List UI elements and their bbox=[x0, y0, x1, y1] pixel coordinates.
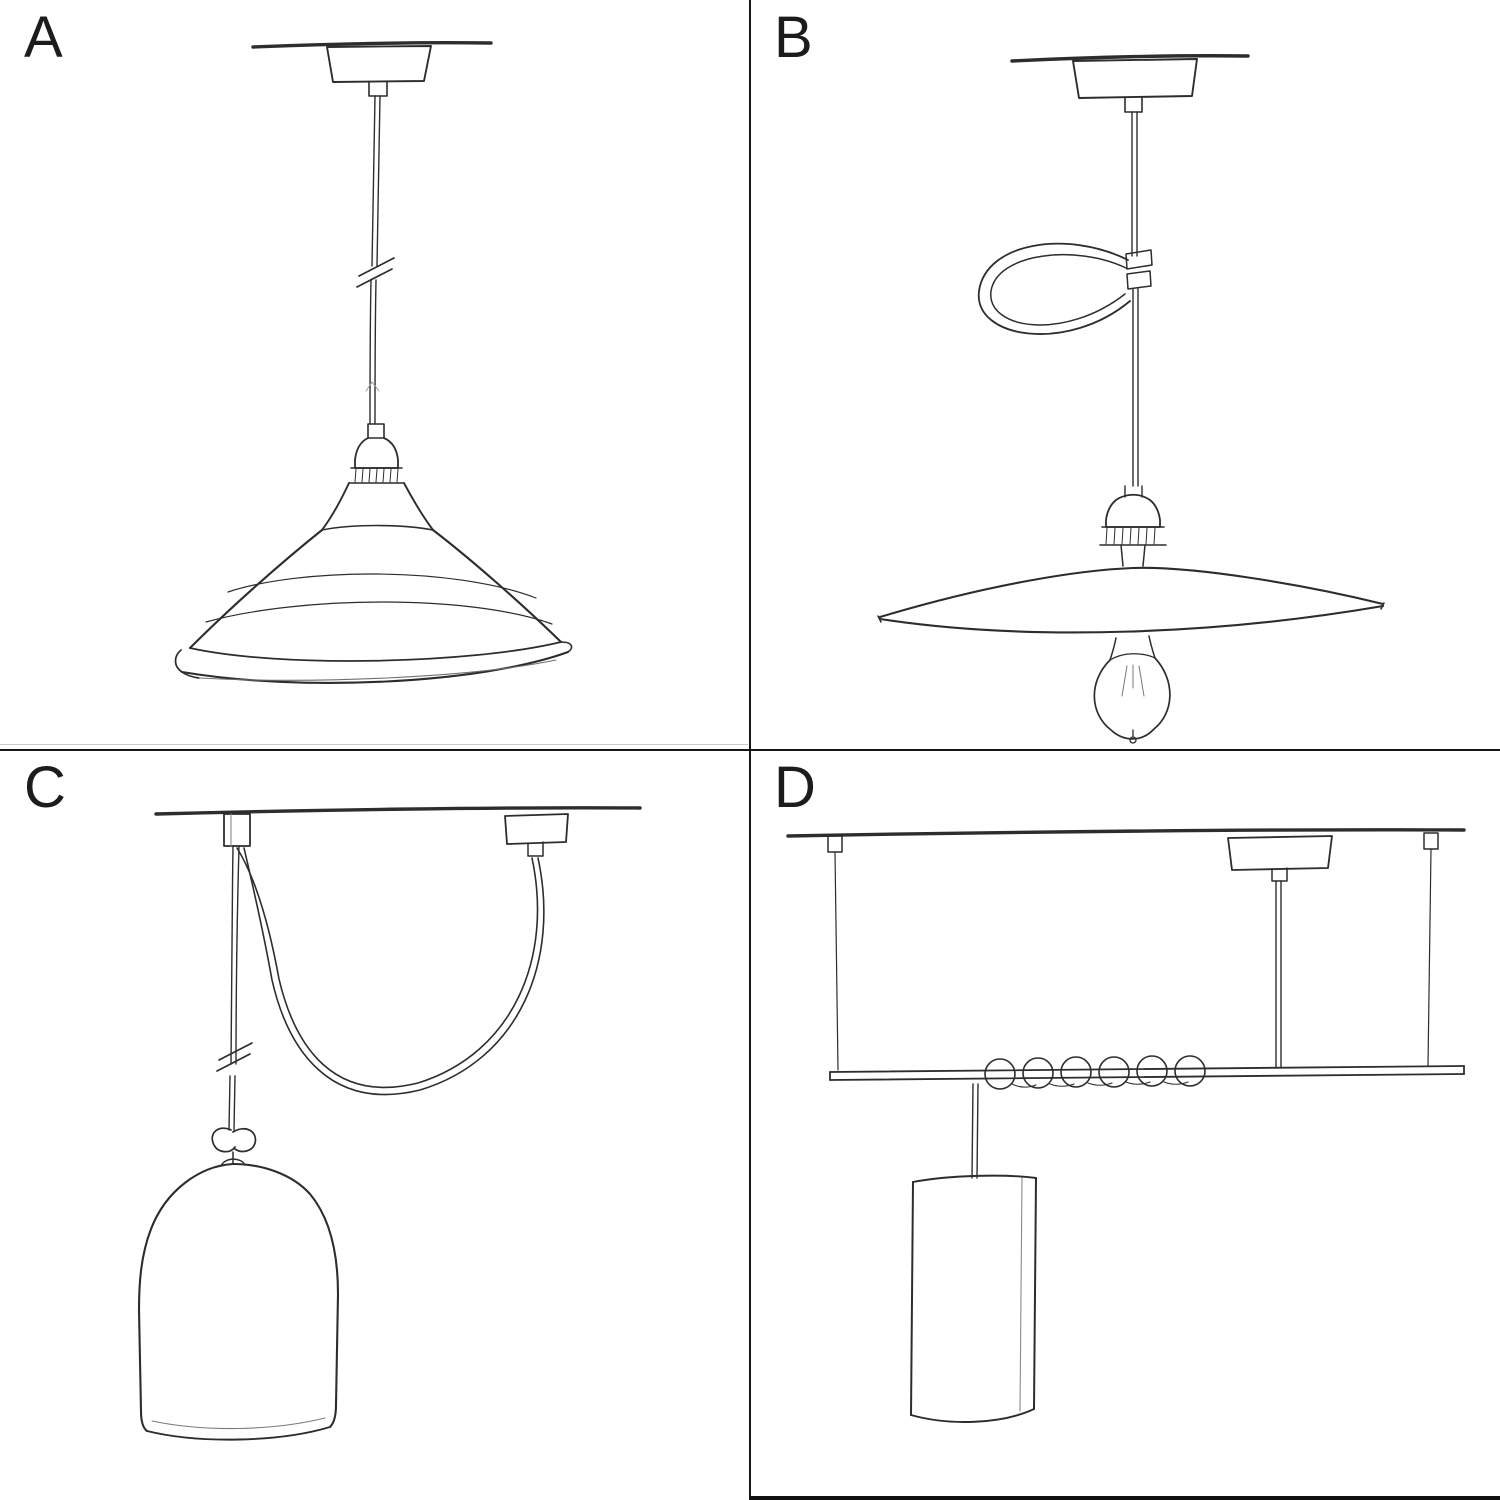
panel-d: D bbox=[750, 750, 1500, 1500]
lamp-holder bbox=[367, 423, 385, 439]
wrapped-cable-coils bbox=[984, 1055, 1206, 1090]
length-arrow-mark bbox=[365, 381, 380, 392]
panel-a-label: A bbox=[24, 5, 64, 70]
swag-cable bbox=[243, 847, 545, 1096]
cable-break-mark bbox=[218, 1042, 253, 1061]
cable-gland bbox=[527, 841, 544, 857]
panel-b: B bbox=[750, 0, 1500, 750]
bell-dome-shade bbox=[137, 1162, 235, 1433]
panel-c-label: C bbox=[24, 755, 67, 820]
cable-break-mark bbox=[358, 257, 395, 277]
light-bulb bbox=[1109, 637, 1117, 661]
ceiling-rose bbox=[326, 45, 432, 83]
suspension-anchor-right bbox=[1423, 832, 1439, 850]
ceiling-line bbox=[786, 828, 1466, 838]
ceiling-line bbox=[1010, 54, 1250, 63]
cable-gland bbox=[1124, 96, 1143, 113]
bottom-border-right bbox=[750, 1496, 1500, 1500]
cable-gland bbox=[1271, 867, 1288, 882]
bulb-filament bbox=[1121, 664, 1145, 697]
ceiling-line bbox=[251, 41, 493, 49]
cable-clamp bbox=[1125, 249, 1153, 270]
panel-a: A bbox=[0, 0, 750, 750]
lamp-holder bbox=[1105, 493, 1161, 528]
panel-b-label: B bbox=[774, 5, 814, 70]
ceiling-rose bbox=[1072, 58, 1198, 99]
suspension-bar bbox=[829, 1065, 1465, 1073]
panel-d-label: D bbox=[774, 755, 817, 820]
industrial-shade bbox=[321, 524, 434, 531]
horizontal-divider-faint bbox=[0, 744, 748, 745]
cable-knot bbox=[211, 1127, 236, 1153]
plate-shade bbox=[878, 566, 1385, 619]
ceiling-hook bbox=[223, 813, 251, 847]
cylinder-shade bbox=[910, 1174, 1037, 1423]
cable-gland bbox=[368, 81, 388, 97]
bulb-tip bbox=[1129, 736, 1137, 744]
ceiling-rose bbox=[1227, 835, 1333, 871]
ceiling-line bbox=[154, 806, 642, 816]
suspension-wire-right bbox=[1427, 848, 1432, 1067]
suspension-wire-left bbox=[834, 851, 839, 1071]
pendant-sketch-swag-bell-shade bbox=[137, 806, 642, 1441]
horizontal-divider bbox=[0, 749, 1500, 751]
suspension-anchor-left bbox=[827, 835, 843, 853]
pendant-sketch-tensioner-plate-shade bbox=[877, 54, 1385, 744]
tension-loop bbox=[978, 242, 1131, 335]
ceiling-rose bbox=[504, 813, 569, 845]
pendant-sketch-bar-cylinder-shade bbox=[786, 828, 1466, 1423]
panel-c: C bbox=[0, 750, 750, 1500]
pendant-sketch-straight-drop bbox=[174, 41, 573, 684]
